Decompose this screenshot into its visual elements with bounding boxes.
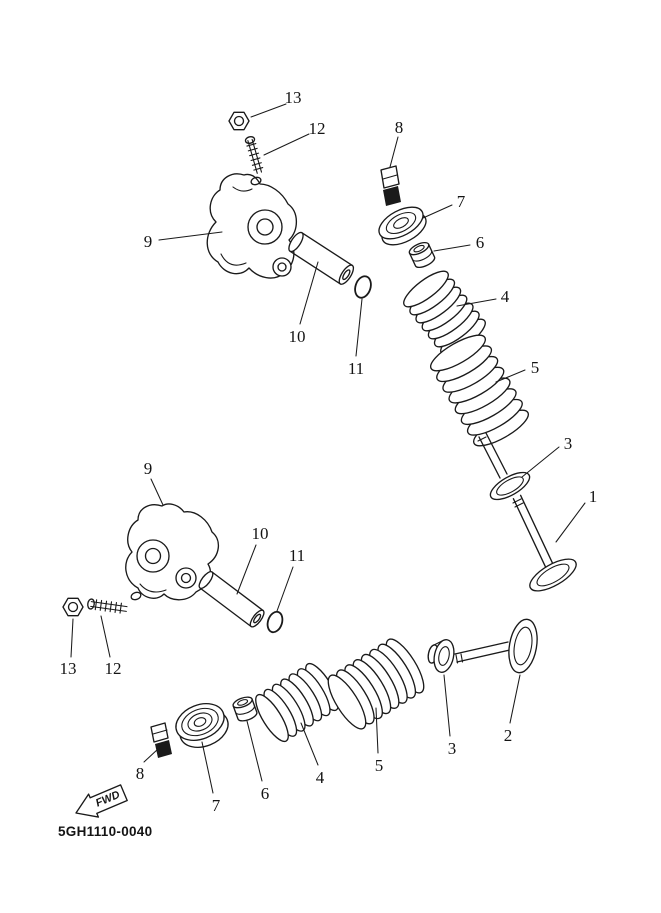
callout-label: 7 bbox=[457, 192, 466, 211]
callout-label: 11 bbox=[348, 359, 364, 378]
callout-label: 1 bbox=[589, 487, 598, 506]
callout-label: 7 bbox=[212, 796, 221, 815]
callout-labels: 13 12 8 9 7 6 4 10 5 11 3 9 1 10 11 13 1… bbox=[60, 88, 598, 815]
outer-valve-spring-upper bbox=[430, 334, 529, 447]
rocker-arm-lower bbox=[125, 503, 219, 601]
o-ring-lower bbox=[266, 610, 284, 634]
upper-valve-assembly bbox=[206, 111, 577, 592]
callout-label: 8 bbox=[136, 764, 145, 783]
callout-label: 3 bbox=[448, 739, 457, 758]
callout-label: 5 bbox=[375, 756, 384, 775]
inner-valve-spring-lower bbox=[255, 662, 339, 743]
spring-retainer-lower bbox=[175, 702, 229, 749]
callout-label: 10 bbox=[252, 524, 269, 543]
spring-seat-upper bbox=[477, 432, 531, 501]
leader-lines bbox=[70, 103, 586, 794]
rocker-shaft-lower bbox=[198, 570, 265, 628]
callout-label: 2 bbox=[504, 726, 513, 745]
callout-label: 11 bbox=[289, 546, 305, 565]
valve-keepers-lower bbox=[150, 722, 172, 758]
callout-label: 12 bbox=[105, 659, 122, 678]
callout-label: 12 bbox=[309, 119, 326, 138]
adjuster-boss-hole bbox=[250, 176, 262, 186]
callout-label: 3 bbox=[564, 434, 573, 453]
callout-label: 13 bbox=[285, 88, 302, 107]
callout-label: 10 bbox=[289, 327, 306, 346]
adjuster-screw-lower bbox=[87, 598, 128, 614]
valve-upper bbox=[512, 494, 577, 592]
fwd-arrow-icon bbox=[75, 784, 128, 818]
valve-keepers-upper bbox=[380, 165, 401, 206]
callout-label: 6 bbox=[476, 233, 485, 252]
rocker-shaft-upper bbox=[288, 231, 355, 285]
callout-label: 9 bbox=[144, 232, 153, 251]
callout-label: 13 bbox=[60, 659, 77, 678]
callout-label: 4 bbox=[501, 287, 510, 306]
spring-retainer-upper bbox=[378, 206, 427, 246]
rocker-arm-upper bbox=[206, 173, 298, 279]
callout-label: 9 bbox=[144, 459, 153, 478]
locknut-upper bbox=[228, 111, 250, 131]
valve-lower bbox=[454, 618, 538, 674]
valve-seal-lower bbox=[232, 696, 258, 722]
adjuster-boss-hole bbox=[130, 591, 142, 601]
callout-label: 4 bbox=[316, 768, 325, 787]
callout-label: 8 bbox=[395, 118, 404, 137]
fwd-label: FWD bbox=[94, 789, 122, 810]
inner-valve-spring-upper bbox=[403, 270, 486, 356]
outer-valve-spring-lower bbox=[327, 638, 425, 730]
o-ring-upper bbox=[354, 275, 372, 299]
valve-seal-upper bbox=[408, 241, 436, 269]
callout-label: 6 bbox=[261, 784, 270, 803]
locknut-lower bbox=[62, 597, 84, 617]
fwd-marker: FWD bbox=[75, 784, 128, 818]
adjuster-screw-upper bbox=[244, 135, 264, 174]
spring-seat-lower bbox=[427, 639, 455, 673]
part-code: 5GH1110-0040 bbox=[58, 824, 152, 839]
lower-valve-assembly bbox=[62, 503, 538, 758]
callout-label: 5 bbox=[531, 358, 540, 377]
